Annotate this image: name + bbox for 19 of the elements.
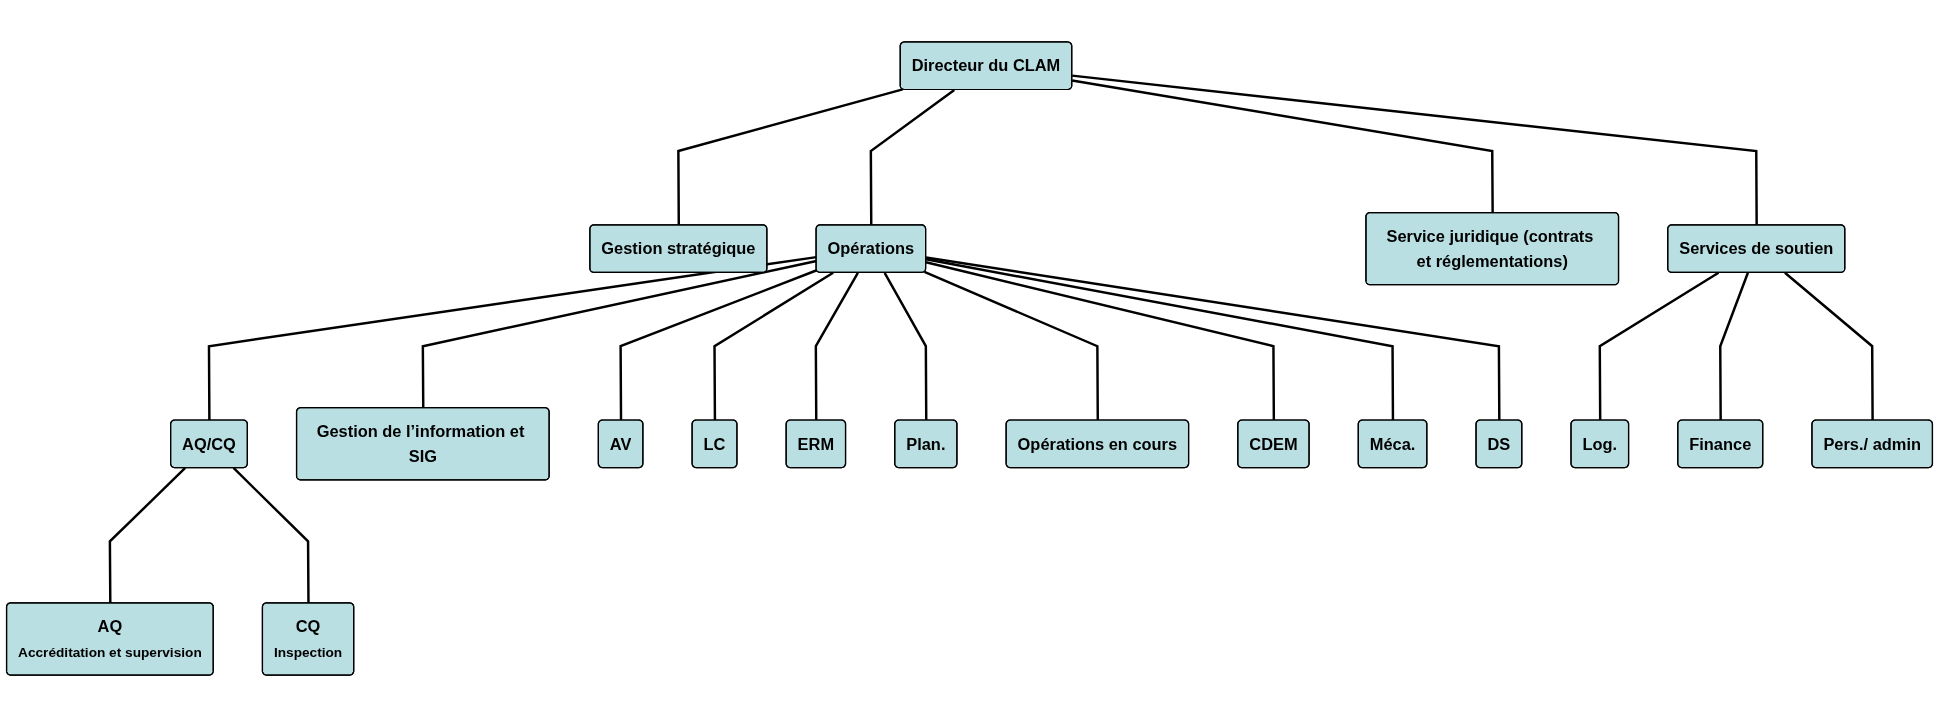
connector [207,255,817,421]
connector [1719,272,1750,421]
connector [232,467,310,604]
connector [713,271,834,421]
connector [869,88,955,226]
connector [1071,79,1494,213]
connector [1072,74,1758,226]
connector [925,261,1276,421]
connector [883,272,928,421]
connector [619,269,818,421]
connector [925,258,1395,421]
connector [108,467,187,604]
connector [1598,271,1720,421]
connector [677,88,903,226]
connector [925,256,1501,421]
connector [923,270,1099,421]
connector [814,272,859,421]
connector [1784,271,1874,421]
connector [421,259,817,409]
